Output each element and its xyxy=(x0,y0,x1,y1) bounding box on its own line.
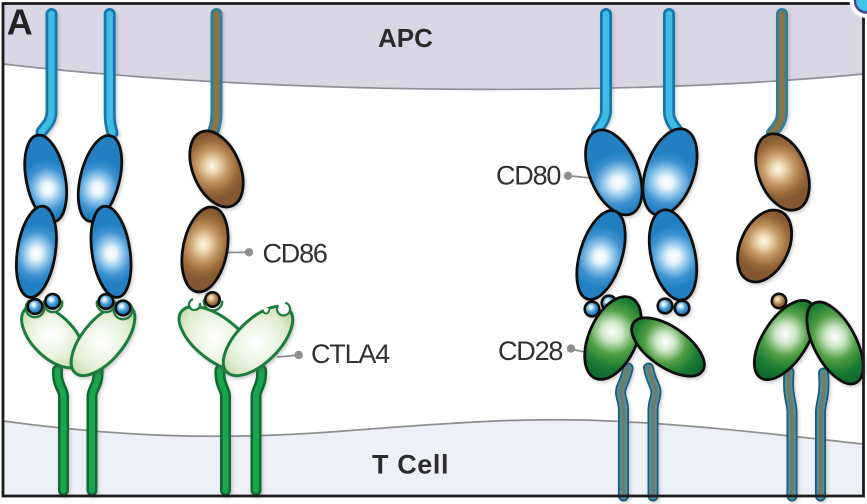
svg-text:T Cell: T Cell xyxy=(372,450,449,480)
svg-text:CTLA4: CTLA4 xyxy=(311,339,390,369)
svg-text:APC: APC xyxy=(378,23,433,53)
svg-text:A: A xyxy=(7,2,33,43)
svg-text:CD80: CD80 xyxy=(496,161,560,191)
svg-text:CD28: CD28 xyxy=(498,336,562,366)
svg-text:CD86: CD86 xyxy=(263,238,327,268)
